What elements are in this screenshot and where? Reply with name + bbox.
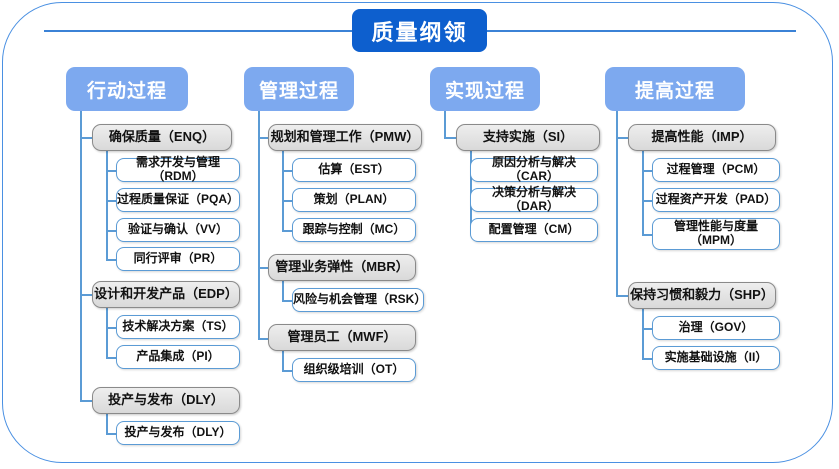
child-stub bbox=[642, 328, 652, 330]
column-trunk-1 bbox=[80, 111, 82, 400]
parent-stub bbox=[444, 137, 456, 139]
child-node-rsk[interactable]: 风险与机会管理（RSK） bbox=[292, 288, 426, 312]
child-spine bbox=[642, 309, 644, 359]
child-stub bbox=[106, 327, 116, 329]
child-node-gov[interactable]: 治理（GOV） bbox=[652, 316, 780, 340]
child-stub bbox=[282, 200, 292, 202]
child-node-ts[interactable]: 技术解决方案（TS） bbox=[116, 315, 240, 339]
child-stub bbox=[282, 230, 292, 232]
column-trunk-3 bbox=[444, 111, 446, 138]
child-spine bbox=[106, 151, 108, 259]
parent-stub bbox=[258, 137, 268, 139]
child-node-mc[interactable]: 跟踪与控制（MC） bbox=[292, 218, 416, 242]
child-spine bbox=[282, 281, 284, 301]
child-stub bbox=[642, 200, 652, 202]
child-node-ii[interactable]: 实施基础设施（II） bbox=[652, 346, 780, 370]
parent-stub bbox=[258, 338, 268, 340]
child-spine bbox=[106, 414, 108, 434]
child-stub bbox=[642, 170, 652, 172]
child-node-car[interactable]: 原因分析与解决（CAR） bbox=[470, 155, 598, 183]
child-node-ot[interactable]: 组织级培训（OT） bbox=[292, 358, 416, 382]
child-stub bbox=[106, 433, 116, 435]
child-stub bbox=[106, 200, 116, 202]
child-stub bbox=[282, 370, 292, 372]
child-spine bbox=[106, 308, 108, 357]
parent-stub bbox=[616, 295, 628, 297]
child-spine bbox=[282, 351, 284, 371]
column-header-3[interactable]: 实现过程 bbox=[430, 67, 540, 111]
title-rule-right bbox=[484, 30, 796, 32]
parent-node-mbr[interactable]: 管理业务弹性（MBR） bbox=[268, 254, 416, 281]
column-trunk-2 bbox=[258, 111, 260, 338]
column-header-2[interactable]: 管理过程 bbox=[244, 67, 354, 111]
child-node-pad[interactable]: 过程资产开发（PAD） bbox=[652, 188, 780, 212]
child-node-dar[interactable]: 决策分析与解决（DAR） bbox=[470, 185, 598, 213]
parent-node-edp[interactable]: 设计和开发产品（EDP） bbox=[92, 281, 240, 308]
parent-node-si[interactable]: 支持实施（SI） bbox=[456, 124, 600, 151]
child-node-dly[interactable]: 投产与发布（DLY） bbox=[116, 421, 240, 445]
child-node-pr[interactable]: 同行评审（PR） bbox=[116, 247, 240, 271]
child-stub bbox=[106, 357, 116, 359]
parent-node-enq[interactable]: 确保质量（ENQ） bbox=[92, 124, 232, 151]
parent-node-shp[interactable]: 保持习惯和毅力（SHP） bbox=[628, 282, 776, 309]
child-stub bbox=[106, 259, 116, 261]
parent-stub bbox=[80, 137, 92, 139]
parent-stub bbox=[258, 267, 268, 269]
child-stub bbox=[642, 358, 652, 360]
child-node-pi[interactable]: 产品集成（PI） bbox=[116, 345, 240, 369]
parent-node-pmw[interactable]: 规划和管理工作（PMW） bbox=[268, 124, 422, 151]
child-stub bbox=[642, 234, 652, 236]
child-node-rdm[interactable]: 需求开发与管理（RDM） bbox=[116, 155, 240, 183]
child-spine bbox=[642, 151, 644, 235]
parent-stub bbox=[616, 137, 628, 139]
child-node-pqa[interactable]: 过程质量保证（PQA） bbox=[116, 188, 240, 212]
child-stub bbox=[106, 230, 116, 232]
column-trunk-4 bbox=[616, 111, 618, 296]
child-stub bbox=[282, 300, 292, 302]
child-spine bbox=[282, 151, 284, 230]
child-node-pcm[interactable]: 过程管理（PCM） bbox=[652, 158, 780, 182]
child-node-vv[interactable]: 验证与确认（VV） bbox=[116, 218, 240, 242]
diagram-title: 质量纲领 bbox=[352, 9, 487, 52]
parent-stub bbox=[80, 294, 92, 296]
title-rule-left bbox=[44, 30, 356, 32]
child-node-cm[interactable]: 配置管理（CM） bbox=[470, 218, 598, 242]
child-node-plan[interactable]: 策划（PLAN） bbox=[292, 188, 416, 212]
parent-node-dly[interactable]: 投产与发布（DLY） bbox=[92, 387, 240, 414]
column-header-1[interactable]: 行动过程 bbox=[66, 67, 188, 111]
column-header-4[interactable]: 提高过程 bbox=[605, 67, 745, 111]
child-stub bbox=[282, 170, 292, 172]
parent-node-mwf[interactable]: 管理员工（MWF） bbox=[268, 324, 416, 351]
parent-node-imp[interactable]: 提高性能（IMP） bbox=[628, 124, 776, 151]
child-node-mpm[interactable]: 管理性能与度量 （MPM） bbox=[652, 218, 780, 250]
child-node-est[interactable]: 估算（EST） bbox=[292, 158, 416, 182]
child-stub bbox=[106, 170, 116, 172]
parent-stub bbox=[80, 400, 92, 402]
